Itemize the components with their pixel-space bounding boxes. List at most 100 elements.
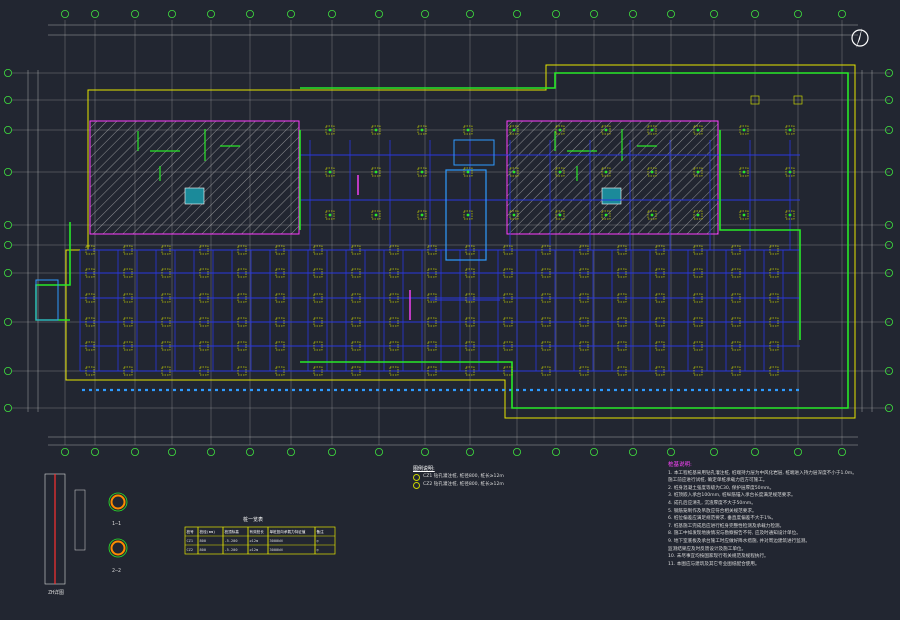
axis-bubble bbox=[590, 9, 599, 18]
pile-dot bbox=[742, 128, 746, 132]
pile-cap bbox=[555, 125, 565, 135]
table-title: 桩一览表 bbox=[243, 516, 263, 523]
pile-cap bbox=[769, 268, 779, 278]
axis-bubble bbox=[206, 9, 215, 18]
axis-bubble bbox=[838, 9, 847, 18]
note-line: 4. 成孔后应清孔, 沉渣厚度不大于50mm。 bbox=[668, 500, 756, 506]
axis-bubble bbox=[794, 9, 803, 18]
pile-detail: 1—12—2ZH详图桩一览表桩号桩径(mm)桩顶标高有效桩长单桩竖向承载力特征值… bbox=[44, 473, 336, 596]
pile-dot bbox=[696, 128, 700, 132]
cage-detail bbox=[74, 489, 86, 551]
table-cell: 800 bbox=[200, 539, 207, 543]
axis-bubble bbox=[4, 403, 12, 412]
axis-bubble bbox=[667, 447, 676, 456]
pile-dot bbox=[328, 213, 332, 217]
axis-bubble bbox=[885, 240, 894, 249]
pile-dot bbox=[696, 170, 700, 174]
pile-cap bbox=[85, 366, 95, 376]
pile-symbol-icon bbox=[413, 481, 420, 489]
pile-cap bbox=[647, 210, 657, 220]
pile-cap bbox=[617, 341, 627, 351]
pile-cap bbox=[693, 167, 703, 177]
axis-bubble bbox=[513, 9, 522, 18]
axis-bubble bbox=[167, 447, 176, 456]
pile-cap bbox=[351, 341, 361, 351]
equipment-box bbox=[184, 187, 205, 205]
pile-cap bbox=[199, 317, 209, 327]
axis-bubble bbox=[885, 126, 894, 135]
table-cell: 桩顶标高 bbox=[225, 529, 240, 534]
legend: 图例说明: CZ1 钻孔灌注桩, 桩径800, 桩长≥12m CZ2 钻孔灌注桩… bbox=[413, 465, 504, 489]
pile-dot bbox=[558, 170, 562, 174]
pile-dot bbox=[742, 213, 746, 217]
axis-bubble bbox=[420, 447, 429, 456]
axis-bubble bbox=[4, 96, 12, 105]
pile-dot bbox=[742, 170, 746, 174]
pile-cap bbox=[731, 245, 741, 255]
pile-cap bbox=[601, 125, 611, 135]
pile-cap bbox=[427, 268, 437, 278]
table-cell: 桩号 bbox=[187, 529, 195, 534]
axis-bubble bbox=[4, 240, 12, 249]
pile-cap bbox=[199, 245, 209, 255]
axis-bubble bbox=[710, 447, 719, 456]
pile-cap bbox=[199, 268, 209, 278]
pile-cap bbox=[579, 293, 589, 303]
building-boundary bbox=[65, 64, 856, 419]
pile-cap bbox=[351, 293, 361, 303]
pile-cap bbox=[351, 245, 361, 255]
pile-cap bbox=[237, 268, 247, 278]
pile-cap bbox=[85, 268, 95, 278]
note-line: 施工前应进行试桩, 确定单桩承载力后方可施工。 bbox=[668, 478, 768, 484]
table-cell: 备注 bbox=[317, 529, 325, 534]
retaining-wall bbox=[719, 130, 801, 340]
pile-cap bbox=[389, 366, 399, 376]
pile-cap bbox=[655, 245, 665, 255]
pile-dot bbox=[696, 213, 700, 217]
axis-bubble bbox=[286, 9, 295, 18]
legend-row: CZ1 钻孔灌注桩, 桩径800, 桩长≥12m bbox=[413, 473, 504, 481]
pile-cap bbox=[465, 245, 475, 255]
pile-cap bbox=[389, 245, 399, 255]
pile-cap bbox=[503, 245, 513, 255]
core-beam bbox=[453, 139, 495, 166]
pile-cap bbox=[785, 125, 795, 135]
design-notes: 桩基说明: 1. 本工程桩基采用钻孔灌注桩, 桩端持力层为中风化岩层, 桩端进入… bbox=[668, 462, 896, 568]
pile-dot bbox=[374, 170, 378, 174]
pile-cap bbox=[503, 341, 513, 351]
axis-bubble bbox=[91, 9, 100, 18]
table-cell: 3000kN bbox=[270, 548, 283, 552]
axis-bubble bbox=[465, 447, 474, 456]
pile-cap bbox=[785, 167, 795, 177]
pile-dot bbox=[512, 128, 516, 132]
axis-bubble bbox=[751, 447, 760, 456]
axis-bubble bbox=[286, 447, 295, 456]
pile-cap bbox=[541, 245, 551, 255]
axis-bubble bbox=[751, 9, 760, 18]
axis-bubble bbox=[552, 447, 561, 456]
pile-cap bbox=[275, 293, 285, 303]
pile-cap bbox=[739, 167, 749, 177]
axis-bubble bbox=[629, 9, 638, 18]
axis-bubble bbox=[61, 9, 70, 18]
pile-cap bbox=[693, 341, 703, 351]
axis-bubble bbox=[885, 317, 894, 326]
note-line: 2. 桩身混凝土强度等级为C30, 保护层厚度50mm。 bbox=[668, 485, 775, 491]
table-cell: -5.200 bbox=[225, 548, 238, 552]
pile-section bbox=[108, 538, 128, 558]
pile-cap bbox=[769, 317, 779, 327]
pile-cap bbox=[313, 268, 323, 278]
pile-cap bbox=[123, 293, 133, 303]
pile-cap bbox=[237, 341, 247, 351]
pile-dot bbox=[558, 128, 562, 132]
pile-dot bbox=[420, 128, 424, 132]
note-line: 9. 地下室底板及承台施工时应做好降水措施, 并对周边建筑进行监测。 bbox=[668, 538, 810, 544]
axis-bubbles bbox=[4, 9, 894, 456]
pile-cap bbox=[123, 366, 133, 376]
pile-cap bbox=[541, 268, 551, 278]
table-cell: CZ2 bbox=[187, 548, 194, 552]
pile-cap bbox=[85, 245, 95, 255]
axis-bubble bbox=[629, 447, 638, 456]
axis-bubble bbox=[4, 69, 12, 78]
pile-cap bbox=[693, 317, 703, 327]
